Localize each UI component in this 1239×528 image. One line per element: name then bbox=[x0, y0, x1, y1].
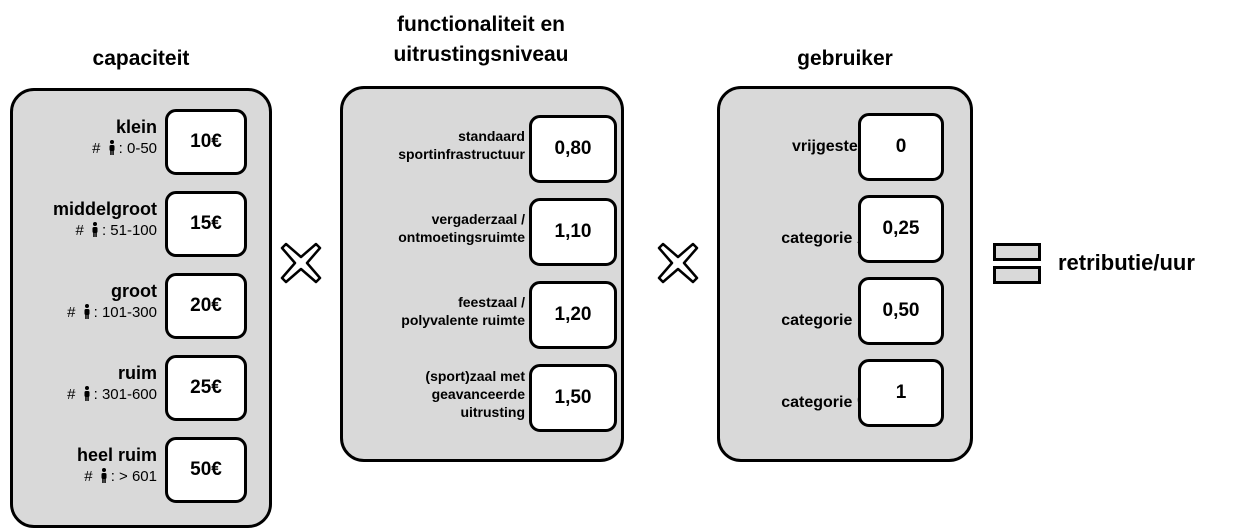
functionaliteit-label-line: ontmoetingsruimte bbox=[398, 229, 525, 245]
functionaliteit-row: feestzaal / polyvalente ruimte 1,20 bbox=[343, 279, 621, 351]
functionaliteit-row: (sport)zaal met geavanceerde uitrusting … bbox=[343, 362, 621, 434]
capaciteit-label: groot # : 101-300 bbox=[67, 281, 157, 321]
functionaliteit-title: functionaliteit en uitrustingsniveau bbox=[340, 10, 622, 70]
capaciteit-value-box: 15€ bbox=[165, 191, 247, 257]
range-text: : 51-100 bbox=[101, 222, 157, 239]
hash-symbol: # bbox=[67, 386, 76, 403]
functionaliteit-panel: standaard sportinfrastructuur 0,80 verga… bbox=[340, 86, 624, 462]
equals-icon bbox=[993, 243, 1041, 284]
capaciteit-label-text: heel ruim bbox=[76, 445, 157, 465]
gebruiker-panel: vrijgesteld 0 categorie A 0,25 categorie… bbox=[717, 86, 973, 462]
capaciteit-range: # : 51-100 bbox=[53, 222, 157, 239]
result-label: retributie/uur bbox=[1058, 250, 1195, 275]
gebruiker-label-text: categorie bbox=[781, 312, 853, 329]
functionaliteit-label: vergaderzaal / ontmoetingsruimte bbox=[398, 210, 525, 246]
range-text: : > 601 bbox=[110, 468, 157, 485]
capaciteit-value-box: 20€ bbox=[165, 273, 247, 339]
range-text: : 0-50 bbox=[118, 140, 157, 157]
multiply-icon bbox=[657, 242, 699, 284]
capaciteit-label-text: middelgroot bbox=[53, 199, 157, 219]
functionaliteit-label: (sport)zaal met geavanceerde uitrusting bbox=[425, 367, 525, 421]
person-icon bbox=[92, 222, 98, 237]
capaciteit-title: capaciteit bbox=[92, 47, 190, 70]
capaciteit-range: # : 0-50 bbox=[92, 140, 157, 157]
functionaliteit-label: standaard sportinfrastructuur bbox=[398, 127, 525, 163]
functionaliteit-value-box: 1,20 bbox=[529, 281, 617, 349]
capaciteit-panel: klein # : 0-50 10€ middelgroot # : 51-10… bbox=[10, 88, 272, 528]
hash-symbol: # bbox=[75, 222, 84, 239]
capaciteit-label: middelgroot # : 51-100 bbox=[53, 199, 157, 239]
functionaliteit-title-line2: uitrustingsniveau bbox=[393, 43, 569, 66]
gebruiker-value-box: 0 bbox=[858, 113, 944, 181]
functionaliteit-label-line: uitrusting bbox=[460, 404, 525, 420]
gebruiker-value-box: 0,50 bbox=[858, 277, 944, 345]
gebruiker-row: vrijgesteld 0 bbox=[720, 111, 970, 183]
capaciteit-row-middelgroot: middelgroot # : 51-100 15€ bbox=[13, 191, 269, 259]
gebruiker-title: gebruiker bbox=[797, 47, 893, 70]
capaciteit-range: # : 301-600 bbox=[67, 386, 157, 403]
capaciteit-label-text: groot bbox=[111, 281, 157, 301]
functionaliteit-label-line: polyvalente ruimte bbox=[401, 312, 525, 328]
functionaliteit-label-line: (sport)zaal met bbox=[425, 368, 525, 384]
range-text: : 301-600 bbox=[93, 386, 157, 403]
gebruiker-label-text: categorie bbox=[781, 230, 853, 247]
gebruiker-value-box: 1 bbox=[858, 359, 944, 427]
functionaliteit-value-box: 1,10 bbox=[529, 198, 617, 266]
capaciteit-value-box: 10€ bbox=[165, 109, 247, 175]
capaciteit-value-box: 25€ bbox=[165, 355, 247, 421]
gebruiker-row: categorie C 1 bbox=[720, 357, 970, 429]
functionaliteit-label-line: vergaderzaal / bbox=[431, 211, 525, 227]
functionaliteit-value-box: 0,80 bbox=[529, 115, 617, 183]
functionaliteit-value-box: 1,50 bbox=[529, 364, 617, 432]
capaciteit-range: # : 101-300 bbox=[67, 304, 157, 321]
capaciteit-label: heel ruim # : > 601 bbox=[77, 445, 157, 485]
capaciteit-range: # : > 601 bbox=[77, 468, 157, 485]
capaciteit-row-heel-ruim: heel ruim # : > 601 50€ bbox=[13, 437, 269, 505]
hash-symbol: # bbox=[67, 304, 76, 321]
gebruiker-row: categorie A 0,25 bbox=[720, 193, 970, 265]
functionaliteit-label-line: geavanceerde bbox=[431, 386, 525, 402]
gebruiker-label-text: vrijgesteld bbox=[791, 138, 872, 155]
functionaliteit-row: vergaderzaal / ontmoetingsruimte 1,10 bbox=[343, 196, 621, 268]
gebruiker-row: categorie B 0,50 bbox=[720, 275, 970, 347]
equals-bar-top bbox=[993, 243, 1041, 261]
person-icon bbox=[101, 468, 107, 483]
person-icon bbox=[84, 386, 90, 401]
hash-symbol: # bbox=[92, 140, 101, 157]
capaciteit-row-klein: klein # : 0-50 10€ bbox=[13, 109, 269, 177]
capaciteit-label-text: klein bbox=[115, 117, 157, 137]
gebruiker-label-text: categorie bbox=[781, 394, 853, 411]
functionaliteit-label: feestzaal / polyvalente ruimte bbox=[401, 293, 525, 329]
person-icon bbox=[84, 304, 90, 319]
person-icon bbox=[109, 140, 115, 155]
functionaliteit-label-line: standaard bbox=[458, 128, 525, 144]
capaciteit-value-box: 50€ bbox=[165, 437, 247, 503]
equals-bar-bottom bbox=[993, 266, 1041, 284]
multiply-icon bbox=[280, 242, 322, 284]
functionaliteit-row: standaard sportinfrastructuur 0,80 bbox=[343, 113, 621, 185]
gebruiker-label: vrijgesteld bbox=[792, 133, 872, 157]
functionaliteit-label-line: sportinfrastructuur bbox=[398, 146, 525, 162]
capaciteit-label: ruim # : 301-600 bbox=[67, 363, 157, 403]
capaciteit-label: klein # : 0-50 bbox=[92, 117, 157, 157]
hash-symbol: # bbox=[84, 468, 93, 485]
functionaliteit-title-line1: functionaliteit en bbox=[397, 13, 565, 36]
gebruiker-value-box: 0,25 bbox=[858, 195, 944, 263]
capaciteit-row-groot: groot # : 101-300 20€ bbox=[13, 273, 269, 341]
capaciteit-row-ruim: ruim # : 301-600 25€ bbox=[13, 355, 269, 423]
functionaliteit-label-line: feestzaal / bbox=[458, 294, 525, 310]
capaciteit-label-text: ruim bbox=[117, 363, 157, 383]
range-text: : 101-300 bbox=[93, 304, 157, 321]
